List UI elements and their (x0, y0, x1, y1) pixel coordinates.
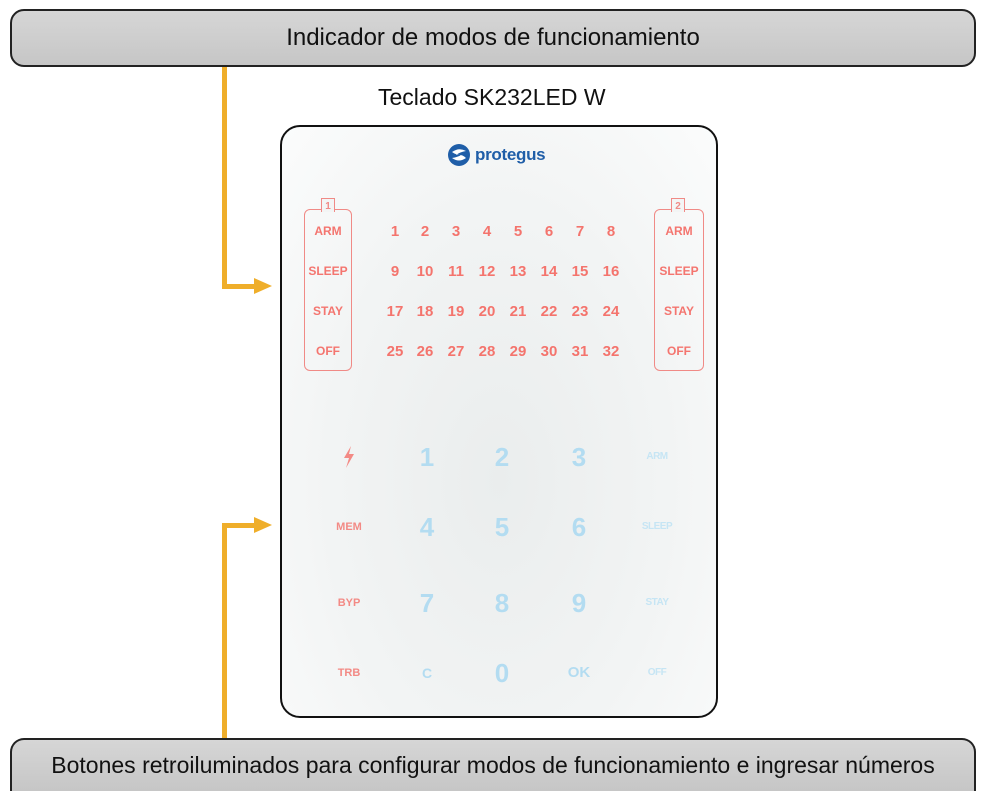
zone-led: 29 (509, 343, 527, 360)
digit-key-5[interactable]: 5 (494, 512, 510, 542)
callout-mode-indicator-text: Indicador de modos de funcionamiento (286, 24, 700, 51)
digit-key-1[interactable]: 1 (419, 442, 435, 472)
digit-key-2[interactable]: 2 (494, 442, 510, 472)
zone-led: 20 (478, 303, 496, 320)
arm-key[interactable]: ARM (646, 451, 668, 462)
zone-led: 25 (386, 343, 404, 360)
digit-key-7[interactable]: 7 (419, 588, 435, 618)
device-title: Teclado SK232LED W (378, 84, 606, 110)
callout-backlit-buttons: Botones retroiluminados para configurar … (10, 738, 976, 791)
partition-2-off-led: OFF (667, 344, 691, 358)
ok-key[interactable]: OK (567, 664, 591, 681)
byp-key[interactable]: BYP (337, 597, 361, 609)
brand-logo: protegus (447, 143, 546, 167)
partition-2-badge: 2 (671, 198, 685, 212)
zone-led: 11 (448, 263, 464, 280)
stay-key[interactable]: STAY (645, 597, 669, 608)
partition-1-stay-led: STAY (312, 304, 343, 318)
zone-led: 6 (544, 223, 554, 240)
partition-2-arm-led: ARM (665, 224, 693, 238)
zone-led: 14 (540, 263, 558, 280)
zone-led: 17 (386, 303, 404, 320)
zone-led: 2 (420, 223, 430, 240)
arrow-bottom-vertical (222, 523, 227, 738)
sleep-key[interactable]: SLEEP (641, 521, 673, 532)
zone-led: 32 (602, 343, 620, 360)
zone-led: 5 (513, 223, 523, 240)
mem-key[interactable]: MEM (336, 521, 362, 533)
brand-name: protegus (475, 145, 546, 164)
arrow-top-horizontal (222, 284, 256, 289)
zone-led: 12 (478, 263, 496, 280)
digit-key-8[interactable]: 8 (494, 588, 510, 618)
zone-led: 18 (416, 303, 434, 320)
zone-led: 10 (416, 263, 434, 280)
partition-1-off-led: OFF (316, 344, 340, 358)
digit-key-9[interactable]: 9 (571, 588, 587, 618)
partition-2-sleep-led: SLEEP (659, 264, 699, 278)
partition-1-sleep-led: SLEEP (308, 264, 348, 278)
arrow-bottom-head (254, 517, 272, 533)
arrow-top-vertical (222, 67, 227, 289)
zone-led: 3 (451, 223, 461, 240)
arrow-bottom-horizontal (222, 523, 256, 528)
clear-key[interactable]: C (421, 665, 433, 681)
zone-led: 24 (602, 303, 620, 320)
zone-led: 31 (571, 343, 589, 360)
lightning-icon (344, 446, 354, 469)
partition-1-badge: 1 (321, 198, 335, 212)
keypad-device: protegus 1 ARM SLEEP STAY OFF 2 ARM SLEE… (280, 125, 718, 718)
trb-key[interactable]: TRB (337, 667, 361, 679)
digit-key-6[interactable]: 6 (571, 512, 587, 542)
zone-led: 8 (606, 223, 616, 240)
partition-2-stay-led: STAY (663, 304, 694, 318)
zone-led: 15 (571, 263, 589, 280)
zone-led: 4 (482, 223, 492, 240)
zone-led: 7 (575, 223, 585, 240)
zone-led: 1 (390, 223, 400, 240)
partition-1-arm-led: ARM (314, 224, 342, 238)
digit-key-3[interactable]: 3 (571, 442, 587, 472)
zone-led: 16 (602, 263, 620, 280)
zone-led: 26 (416, 343, 434, 360)
zone-led: 23 (571, 303, 589, 320)
zone-led: 30 (540, 343, 558, 360)
zone-led: 27 (447, 343, 465, 360)
zone-led: 21 (509, 303, 527, 320)
zone-led: 19 (447, 303, 465, 320)
zone-led: 22 (540, 303, 558, 320)
partition-2-indicator: 2 ARM SLEEP STAY OFF (654, 198, 704, 371)
callout-backlit-buttons-text: Botones retroiluminados para configurar … (51, 752, 935, 778)
arrow-top-head (254, 278, 272, 294)
zone-led: 28 (478, 343, 496, 360)
off-key[interactable]: OFF (647, 667, 667, 678)
zone-led: 13 (509, 263, 527, 280)
digit-key-0[interactable]: 0 (494, 658, 510, 688)
callout-mode-indicator: Indicador de modos de funcionamiento (10, 9, 976, 67)
digit-key-4[interactable]: 4 (419, 512, 435, 542)
power-key[interactable] (319, 443, 379, 471)
protegus-logo-icon (448, 144, 470, 166)
zone-led: 9 (390, 263, 400, 280)
partition-1-indicator: 1 ARM SLEEP STAY OFF (304, 198, 352, 371)
